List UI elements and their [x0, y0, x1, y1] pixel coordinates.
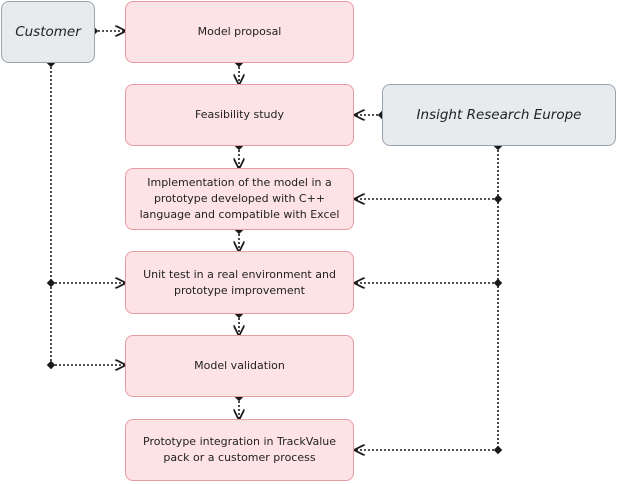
step-model-proposal: Model proposal — [125, 1, 354, 63]
diamond-insight-impl — [493, 194, 503, 204]
step-feasibility-study: Feasibility study — [125, 84, 354, 146]
step-model-validation: Model validation — [125, 335, 354, 397]
step-unit-test: Unit test in a real environment and prot… — [125, 251, 354, 314]
actor-customer: Customer — [1, 1, 95, 63]
step-label: Model validation — [194, 359, 285, 372]
step-prototype-integration: Prototype integration in TrackValue pack… — [125, 419, 354, 481]
diamond-insight-unit — [493, 278, 503, 288]
actor-insight-label: Insight Research Europe — [416, 107, 582, 123]
step-label: Prototype integration in TrackValue pack… — [143, 435, 336, 464]
step-label: Model proposal — [197, 25, 282, 38]
diamond-customer-validation — [46, 360, 56, 370]
step-label: Implementation of the model in a prototy… — [139, 176, 340, 221]
step-label: Feasibility study — [195, 108, 284, 121]
diamond-customer-unit — [46, 278, 56, 288]
step-label: Unit test in a real environment and prot… — [143, 267, 336, 297]
actor-customer-label: Customer — [15, 24, 81, 40]
diamond-insight-integration — [493, 445, 503, 455]
actor-insight-research-europe: Insight Research Europe — [382, 84, 616, 146]
step-implementation: Implementation of the model in a prototy… — [125, 168, 354, 230]
